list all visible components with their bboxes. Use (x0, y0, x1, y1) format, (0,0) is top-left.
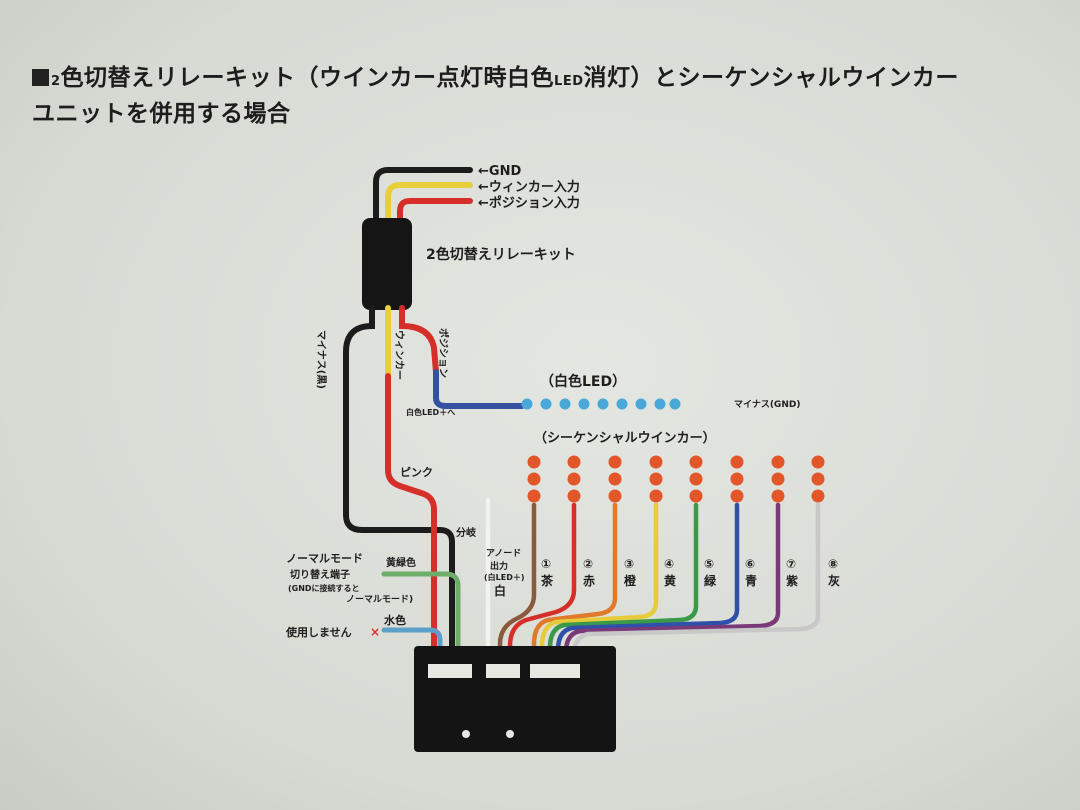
white-led-strip (521, 398, 681, 410)
mizuiro-wire (381, 627, 443, 671)
white-led-dot (540, 398, 552, 410)
led-column-7 (771, 455, 785, 503)
position-red-wire (399, 305, 439, 375)
position-blue-wire (433, 369, 525, 409)
relay-kit-label: 2色切替えリレーキット (426, 246, 576, 263)
diagram-labels: ←GND ←ウィンカー入力 ←ポジション入力 2色切替えリレーキット マイナス(… (285, 164, 840, 639)
white-led-dot (616, 398, 628, 410)
channel-6-wire (555, 502, 740, 671)
sequential-led-columns (527, 455, 825, 503)
channel-7-number: ⑦ (786, 557, 796, 571)
position-wire-label: ポジション (437, 328, 450, 378)
yellowgreen-wire (381, 571, 461, 671)
title-line-1: 2色切替えリレーキット（ウインカー点灯時白色LED消灯）とシーケンシャルウインカ… (32, 62, 1052, 98)
led-column-8 (811, 455, 825, 503)
unit-box (414, 646, 616, 752)
winker-wire-label: ウィンカー (393, 330, 405, 380)
title-line-2: ユニットを併用する場合 (32, 101, 291, 127)
channel-6-name: 青 (745, 573, 757, 588)
channel-4-number: ④ (664, 557, 674, 571)
position-input-wire (397, 198, 473, 225)
white-led-label: （白色LED） (540, 373, 626, 390)
input-wires (373, 167, 473, 225)
unit-hole (462, 730, 470, 738)
winker-input-label: ←ウィンカー入力 (478, 179, 580, 195)
shutsuryoku-label: 出力 (490, 560, 508, 572)
pink-red-wire (385, 373, 437, 671)
sequential-label: （シーケンシャルウインカー） (534, 430, 716, 446)
pink-label: ピンク (400, 466, 433, 479)
channel-8-number: ⑧ (828, 557, 838, 571)
minus-wire-label: マイナス(黒) (315, 330, 327, 389)
channel-7-wire (563, 502, 781, 671)
normal-mode-2-label: ノーマルモード) (346, 594, 413, 605)
unit-hole (506, 730, 514, 738)
mode-wires (381, 571, 461, 671)
anode-label: アノード (486, 548, 521, 559)
channel-6-number: ⑥ (745, 557, 755, 571)
led-column-4 (649, 455, 663, 503)
relay-kit-box (362, 218, 412, 310)
white-led-dot (654, 398, 666, 410)
channel-1-name: 茶 (540, 573, 554, 588)
unused-label: 使用しません (285, 625, 352, 639)
yellowgreen-label: 黄緑色 (386, 556, 416, 569)
channel-3-name: 橙 (624, 573, 637, 588)
channel-2-wire (507, 502, 577, 671)
channel-1-wire (497, 502, 537, 671)
normal-mode-label: ノーマルモード (286, 552, 363, 565)
white-label: 白 (494, 583, 506, 598)
connector-right (530, 664, 580, 678)
gnd-note-label: (GNDに接続すると (288, 583, 360, 593)
gnd-input-wire (373, 167, 473, 225)
white-led-dot (669, 398, 681, 410)
channel-5-wire (547, 502, 699, 671)
position-input-label: ←ポジション入力 (478, 195, 580, 211)
white-led-dot (597, 398, 609, 410)
channel-4-wire (539, 502, 659, 671)
mizuiro-label: 水色 (384, 613, 406, 627)
winker-input-wire (385, 182, 473, 225)
channel-2-number: ② (583, 557, 593, 571)
connector-left (428, 664, 472, 678)
led-column-3 (608, 455, 622, 503)
white-led-dot (635, 398, 647, 410)
page-title: 2色切替えリレーキット（ウインカー点灯時白色LED消灯）とシーケンシャルウインカ… (32, 62, 1052, 130)
bunki-label: 分岐 (456, 526, 476, 539)
white-led-plus-label: 白色LED＋へ (406, 407, 455, 417)
led-column-5 (689, 455, 703, 503)
white-led-dot (559, 398, 571, 410)
minus-gnd-label: マイナス(GND) (734, 399, 800, 410)
x-mark: × (370, 625, 380, 639)
minus-black-wire (343, 305, 455, 671)
relay-output-wires (343, 305, 525, 671)
white-led-dot (578, 398, 590, 410)
channel-5-number: ⑤ (704, 557, 714, 571)
channel-wires (485, 497, 821, 671)
led-column-1 (527, 455, 541, 503)
channel-7-name: 紫 (786, 573, 798, 588)
channel-1-number: ① (541, 557, 551, 571)
channel-8-name: 灰 (828, 573, 840, 588)
led-column-2 (567, 455, 581, 503)
gnd-input-label: ←GND (478, 164, 521, 179)
channel-4-name: 黄 (664, 573, 676, 588)
channel-3-number: ③ (624, 557, 634, 571)
white-led-dot (521, 398, 533, 410)
kirikae-label: 切り替え端子 (290, 568, 350, 581)
channel-2-name: 赤 (583, 573, 595, 588)
channel-5-name: 緑 (704, 573, 717, 588)
connector-mid (486, 664, 520, 678)
channel-3-wire (531, 502, 618, 671)
sequential-unit (414, 646, 616, 752)
led-column-6 (730, 455, 744, 503)
square-bullet-icon (32, 69, 49, 86)
led-plus-label: (白LED＋) (484, 572, 525, 582)
